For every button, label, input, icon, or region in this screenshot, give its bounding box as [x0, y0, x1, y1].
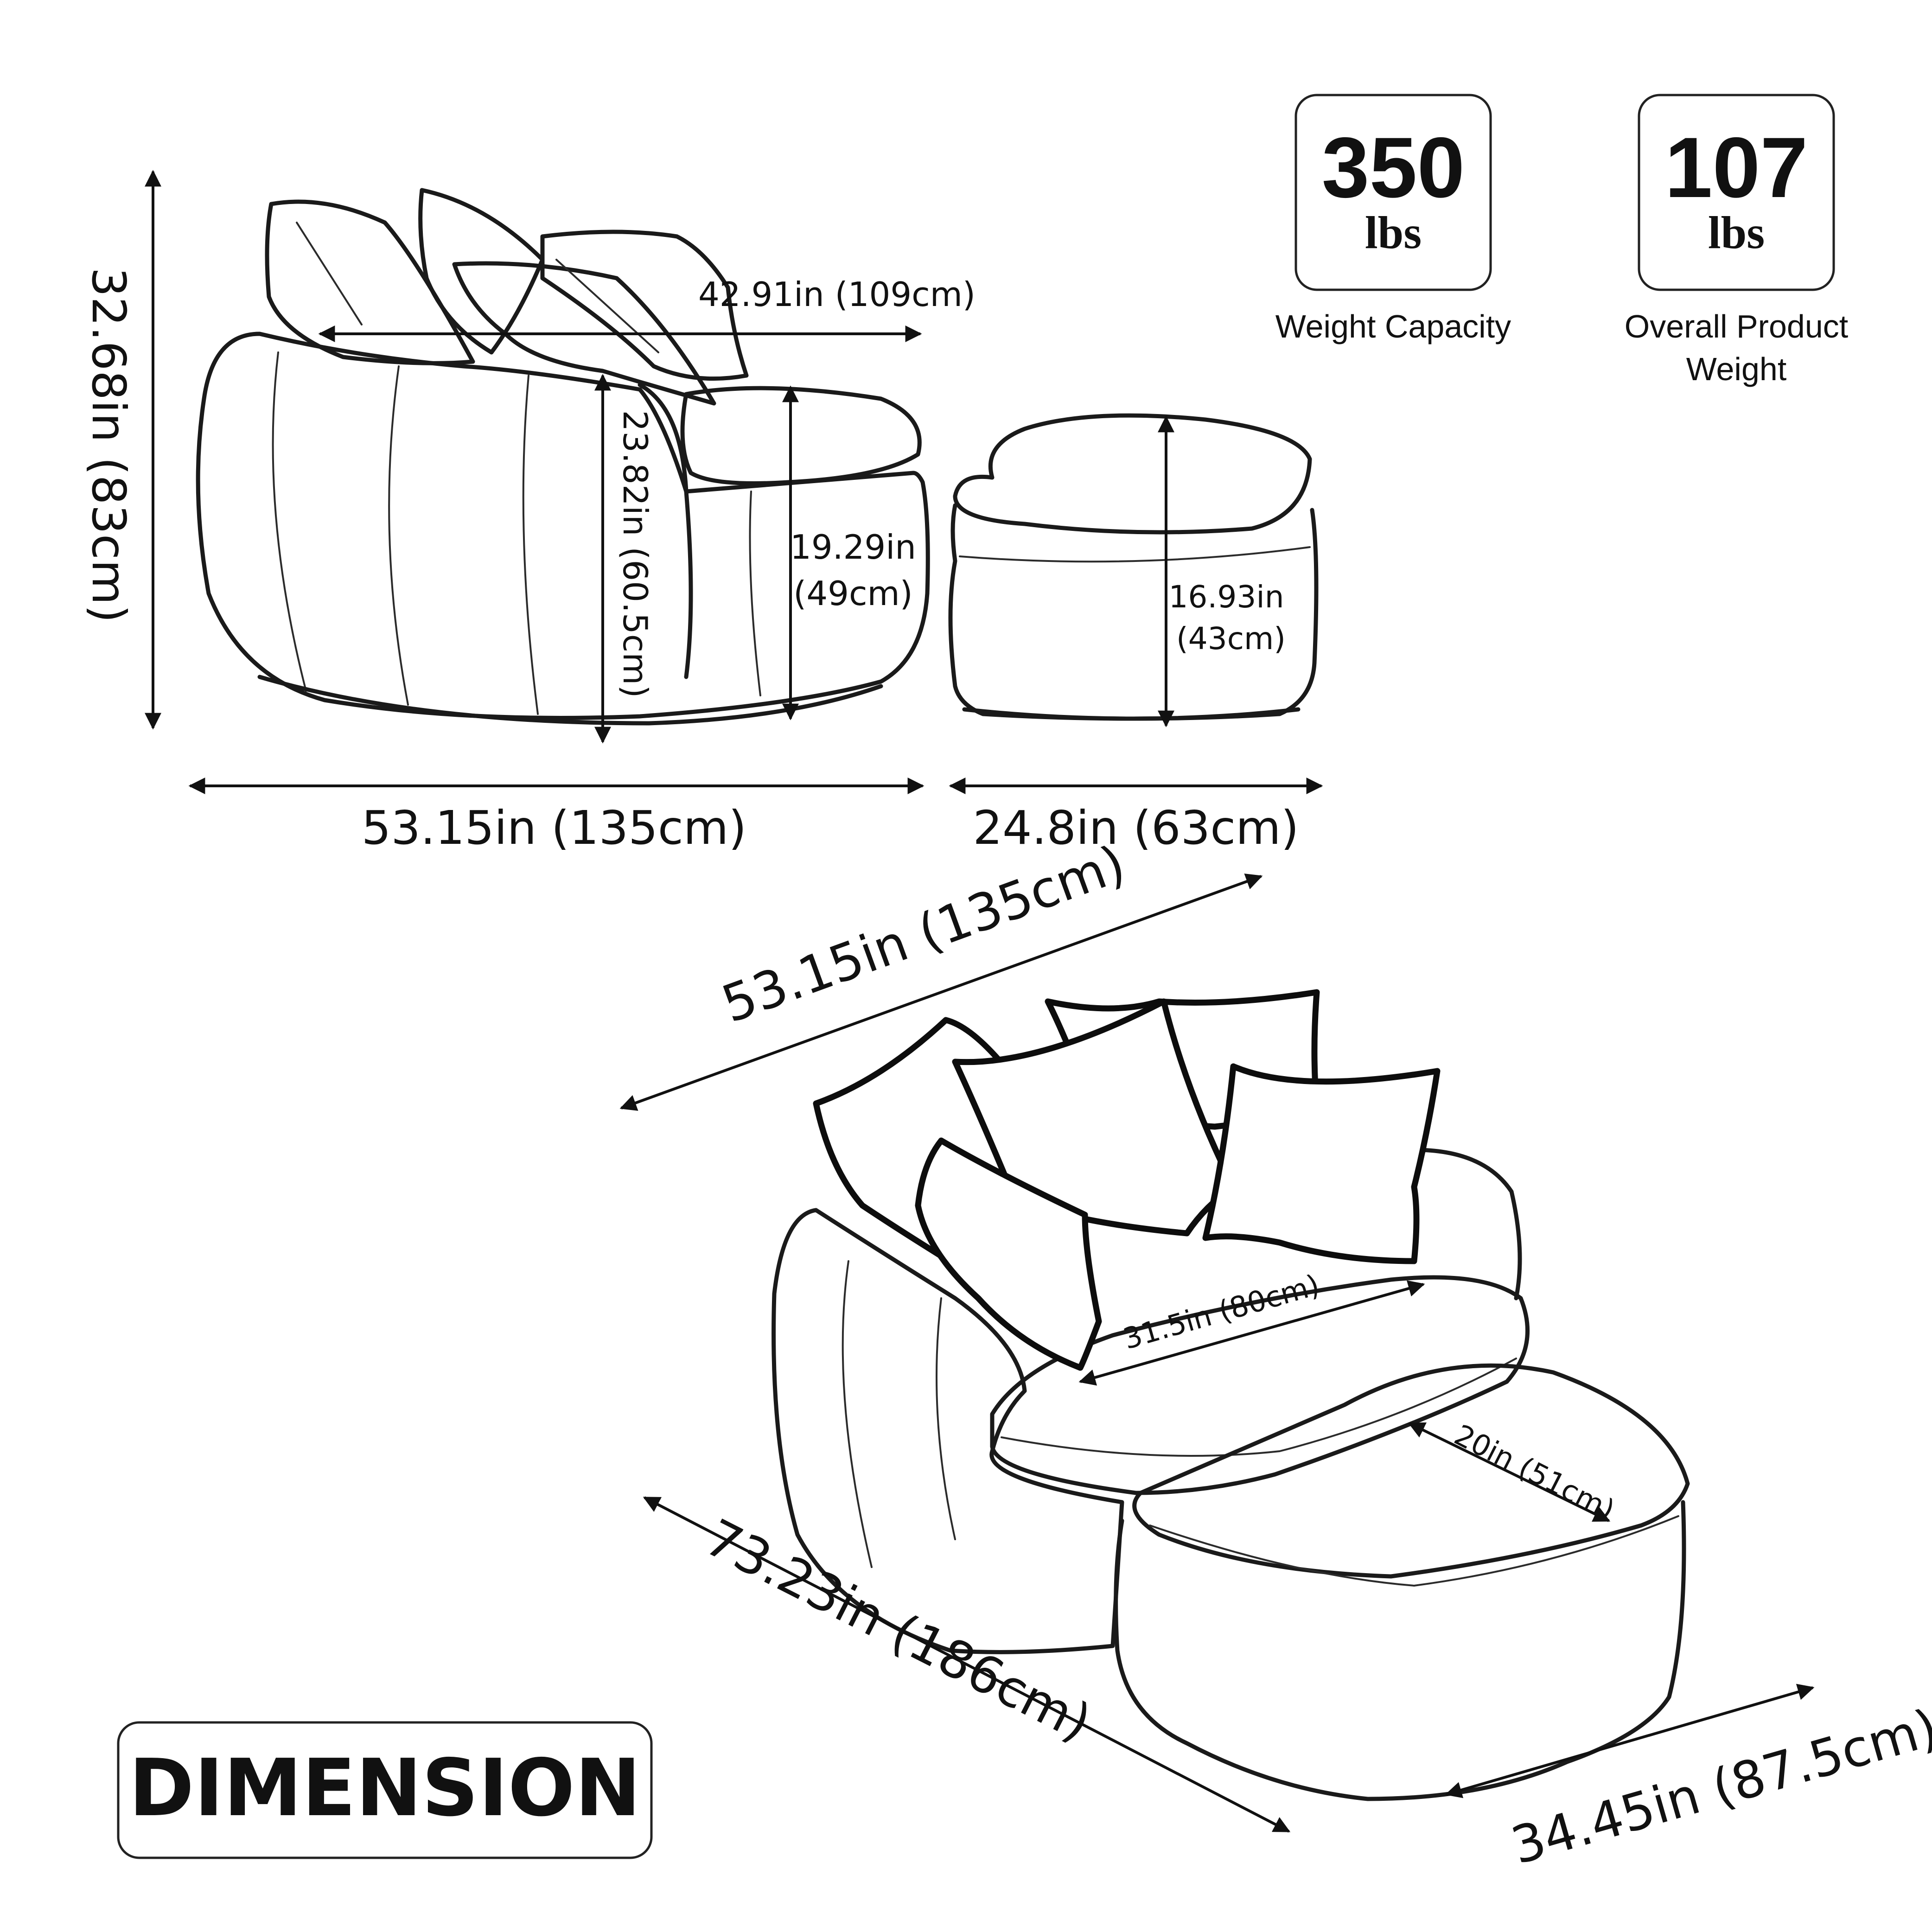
- dimension-title-badge: DIMENSION: [117, 1721, 653, 1859]
- front-view-ottoman-drawing: [948, 413, 1319, 721]
- perspective-ottoman-depth-label: 20in (51cm): [1449, 1418, 1620, 1527]
- product-weight-label-line1: Overall Product: [1625, 308, 1848, 344]
- front-view-chair-drawing: [196, 188, 930, 726]
- perspective-ottoman-drawing: [1114, 1363, 1690, 1801]
- front-dimension-lines: [145, 170, 1323, 794]
- front-back-width-label: 42.91in (109cm): [698, 275, 976, 314]
- weight-capacity-card: 350 lbs Weight Capacity: [1275, 94, 1511, 344]
- front-chair-width-label: 53.15in (135cm): [362, 801, 747, 855]
- front-arm-height-label: 23.82in (60.5cm): [616, 410, 655, 698]
- front-ottoman-height-label-line1: 16.93in: [1168, 579, 1284, 615]
- front-ottoman-height-label-line2: (43cm): [1176, 621, 1286, 657]
- product-weight-value: 107: [1665, 120, 1808, 216]
- front-seat-height-label-line2: (49cm): [793, 574, 913, 613]
- perspective-total-depth-label: 34.45in (87.5cm): [1505, 1697, 1932, 1875]
- perspective-dimension-lines: [619, 874, 1815, 1833]
- perspective-total-length-label: 73.23in (186cm): [696, 1508, 1100, 1753]
- product-weight-card: 107 lbs Overall Product Weight: [1625, 94, 1848, 387]
- weight-capacity-label: Weight Capacity: [1275, 308, 1511, 344]
- dimension-title: DIMENSION: [129, 1742, 641, 1834]
- product-weight-label-line2: Weight: [1686, 351, 1787, 387]
- front-seat-height-label-line1: 19.29in: [790, 528, 916, 567]
- weight-capacity-unit: lbs: [1365, 207, 1422, 258]
- front-ottoman-width-label: 24.8in (63cm): [973, 801, 1299, 855]
- front-height-total-label: 32.68in (83cm): [82, 268, 136, 623]
- product-weight-unit: lbs: [1708, 207, 1765, 258]
- weight-capacity-value: 350: [1322, 120, 1465, 216]
